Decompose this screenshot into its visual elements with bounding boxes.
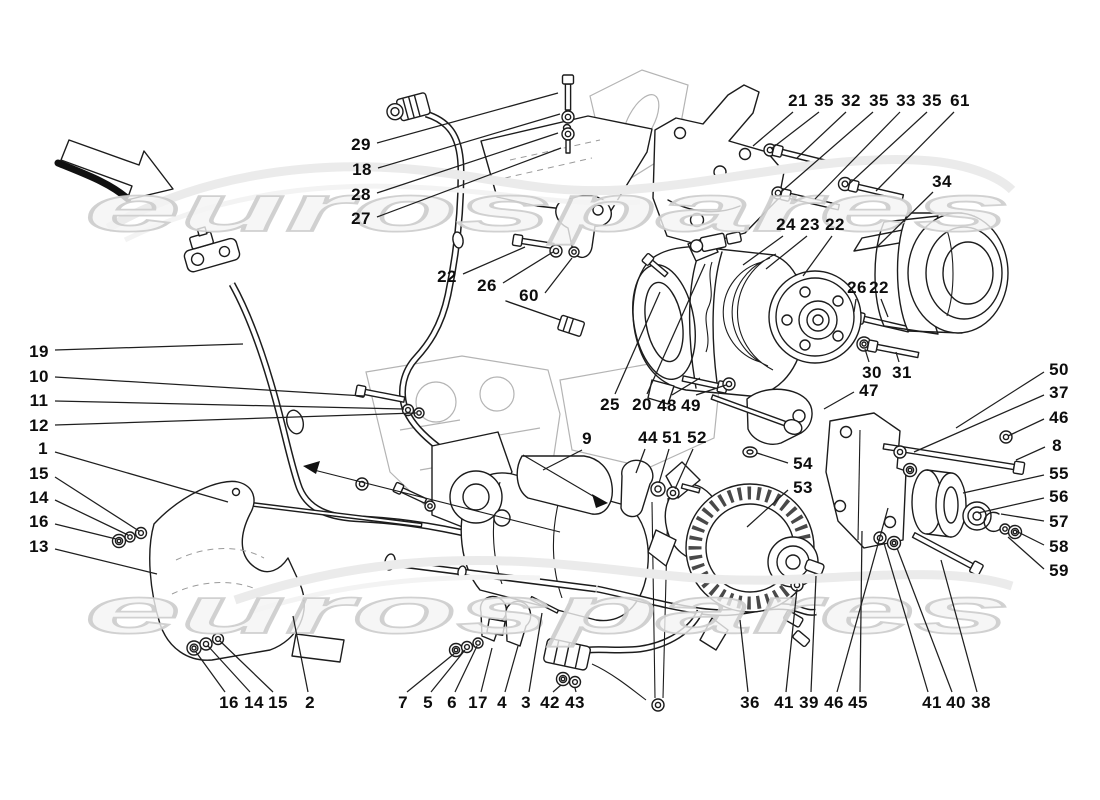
leader-line-39 — [810, 575, 817, 693]
leader-line-24 — [742, 235, 784, 266]
sensor-wire-60 — [505, 194, 612, 337]
leader-line-15 — [219, 640, 274, 693]
leader-line-41 — [785, 588, 798, 693]
leader-line-61 — [875, 111, 955, 192]
leader-line-60 — [544, 257, 573, 294]
leader-line-30 — [864, 348, 870, 363]
alternator-bracket-47 — [710, 388, 813, 458]
compressor-mounting-bracket — [652, 84, 785, 246]
leader-line-56 — [977, 497, 1045, 514]
leader-line-42 — [552, 684, 562, 693]
leader-line-22 — [462, 246, 526, 275]
leader-line-49 — [695, 384, 727, 396]
leader-line-1 — [54, 451, 229, 503]
leader-line-4 — [504, 645, 519, 693]
assembly-arrow-left — [303, 461, 561, 533]
leader-line-5 — [430, 649, 466, 693]
leader-line-40 — [896, 547, 953, 693]
pin-3 — [529, 595, 560, 614]
leader-line-10 — [54, 376, 365, 397]
leader-line-22 — [802, 235, 833, 277]
leader-line-6 — [454, 645, 478, 693]
leader-line-59 — [1007, 536, 1045, 570]
bolt-48-washer-49 — [681, 375, 736, 394]
leader-line-13 — [54, 548, 158, 575]
leader-lines — [54, 92, 1046, 693]
leader-line-28 — [376, 132, 559, 194]
leader-line-35 — [770, 111, 820, 150]
leader-line-57 — [1000, 513, 1045, 522]
leader-line-14 — [207, 645, 251, 693]
leader-line-8 — [1015, 446, 1046, 461]
leader-line-17 — [480, 647, 493, 693]
leader-line-20 — [646, 263, 706, 395]
leader-line-37 — [913, 394, 1045, 453]
belt-tensioner-assembly — [911, 469, 1023, 540]
watermark-top: eurospares — [84, 155, 1016, 246]
leader-line-58 — [1015, 530, 1045, 546]
leader-line-55 — [962, 474, 1045, 494]
leader-line-41 — [883, 542, 929, 693]
leader-line-38 — [940, 559, 978, 693]
leader-line-14 — [54, 499, 129, 536]
leader-line-27 — [376, 147, 562, 218]
long-stud-1 — [232, 499, 423, 528]
heat-shield-13 — [149, 480, 345, 663]
bolt-29-washers — [561, 74, 575, 154]
leader-line-43 — [574, 687, 577, 693]
leader-line-22 — [880, 298, 889, 318]
belt-pulley-drum — [874, 212, 1009, 335]
leader-line-46 — [836, 507, 889, 693]
leader-line-7 — [406, 652, 456, 693]
starter-cable — [355, 92, 484, 491]
leader-line-2 — [292, 615, 309, 693]
leader-line-9 — [542, 449, 583, 471]
leader-line-15 — [54, 476, 140, 532]
cable-clamps — [448, 595, 532, 658]
leader-line-46 — [1007, 418, 1045, 437]
leader-line-45 — [859, 530, 863, 693]
leader-line-16 — [54, 523, 117, 540]
alternator-bracket-45 — [825, 412, 907, 549]
leader-line-36 — [739, 619, 749, 693]
leader-line-51 — [658, 448, 670, 484]
leader-line-18 — [377, 113, 561, 169]
leader-line-47 — [823, 391, 855, 410]
direction-arrow-icon — [54, 139, 174, 203]
leader-line-26 — [853, 298, 857, 313]
assembly-arrow-right — [522, 454, 608, 508]
leader-line-53 — [746, 489, 789, 528]
leader-line-32 — [796, 111, 847, 159]
leader-line-21 — [752, 111, 794, 147]
ac-compressor — [632, 231, 862, 405]
starter-motor — [392, 431, 649, 622]
watermark-bottom: eurospares — [84, 556, 1014, 648]
leader-line-33 — [814, 111, 901, 200]
leader-line-11 — [54, 400, 405, 410]
leader-line-26 — [502, 251, 554, 284]
leader-line-3 — [528, 612, 543, 693]
watermark-text-bottom: eurospares — [85, 573, 1010, 647]
leader-line-12 — [54, 412, 417, 426]
leader-line-48 — [671, 377, 701, 396]
leader-line-50 — [955, 371, 1045, 429]
leader-line-25 — [614, 291, 661, 395]
leader-line-35 — [847, 111, 928, 186]
leader-line-23 — [765, 235, 808, 270]
leader-line-34 — [877, 191, 934, 247]
leader-line-29 — [376, 92, 559, 144]
right-side-fasteners — [790, 430, 1026, 592]
leader-line-54 — [756, 452, 789, 464]
leader-line-16 — [195, 651, 226, 693]
leader-line-44 — [635, 448, 646, 474]
leader-line-35 — [780, 111, 874, 193]
watermark-text-top: eurospares — [85, 171, 1010, 245]
leader-line-52 — [674, 448, 694, 490]
leader-line-31 — [895, 351, 900, 363]
leader-line-19 — [54, 343, 244, 351]
